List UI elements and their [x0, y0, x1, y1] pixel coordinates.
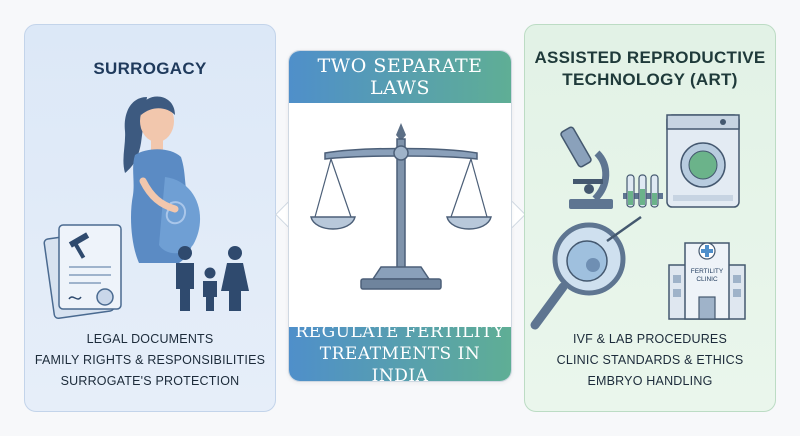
- caption-surrogate-protection: SURROGATE'S PROTECTION: [60, 374, 240, 388]
- art-title-line1: ASSISTED REPRODUCTIVE: [534, 48, 766, 67]
- caption-legal-documents: LEGAL DOCUMENTS: [86, 332, 214, 346]
- caption-clinic-standards: CLINIC STANDARDS & ETHICS: [556, 353, 744, 367]
- surrogacy-title: SURROGACY: [93, 59, 207, 78]
- regulate-banner: REGULATE FERTILITY TREATMENTS IN INDIA: [289, 322, 511, 382]
- magnifier-embryo-icon: [530, 215, 642, 330]
- two-laws-banner: TWO SEPARATE LAWS: [289, 51, 511, 103]
- clinic-sign-line2: CLINIC: [696, 276, 718, 283]
- caption-ivf-lab: IVF & LAB PROCEDURES: [572, 332, 728, 346]
- regulate-banner-line2: TREATMENTS IN INDIA: [319, 344, 481, 382]
- family-icon: [176, 246, 249, 311]
- surrogacy-caption-list: LEGAL DOCUMENTS FAMILY RIGHTS & RESPONSI…: [25, 329, 275, 392]
- clinic-sign-line1: FERTILITY: [691, 268, 724, 275]
- art-title-line2: TECHNOLOGY (ART): [562, 70, 738, 89]
- scales-of-justice-icon: [310, 123, 492, 290]
- art-title: ASSISTED REPRODUCTIVE TECHNOLOGY (ART): [525, 47, 775, 91]
- art-caption-list: IVF & LAB PROCEDURES CLINIC STANDARDS & …: [525, 329, 775, 392]
- center-panel: TWO SEPARATE LAWS REGULATE FERTILITY TRE…: [288, 50, 512, 382]
- surrogacy-panel: SURROGACY LEGAL DOCUMENTS FAMILY RIGHTS …: [24, 24, 276, 412]
- microscope-icon: [560, 126, 613, 209]
- fertility-clinic-icon: FERTILITY CLINIC: [668, 242, 746, 320]
- pregnant-woman-icon: [123, 96, 201, 263]
- regulate-banner-line1: REGULATE FERTILITY: [295, 322, 505, 342]
- caption-embryo-handling: EMBRYO HANDLING: [587, 374, 713, 388]
- art-panel: ASSISTED REPRODUCTIVE TECHNOLOGY (ART): [524, 24, 776, 412]
- incubator-machine-icon: [666, 114, 740, 208]
- legal-documents-icon: [43, 224, 122, 320]
- test-tubes-icon: [623, 174, 663, 208]
- caption-family-rights: FAMILY RIGHTS & RESPONSIBILITIES: [34, 353, 266, 367]
